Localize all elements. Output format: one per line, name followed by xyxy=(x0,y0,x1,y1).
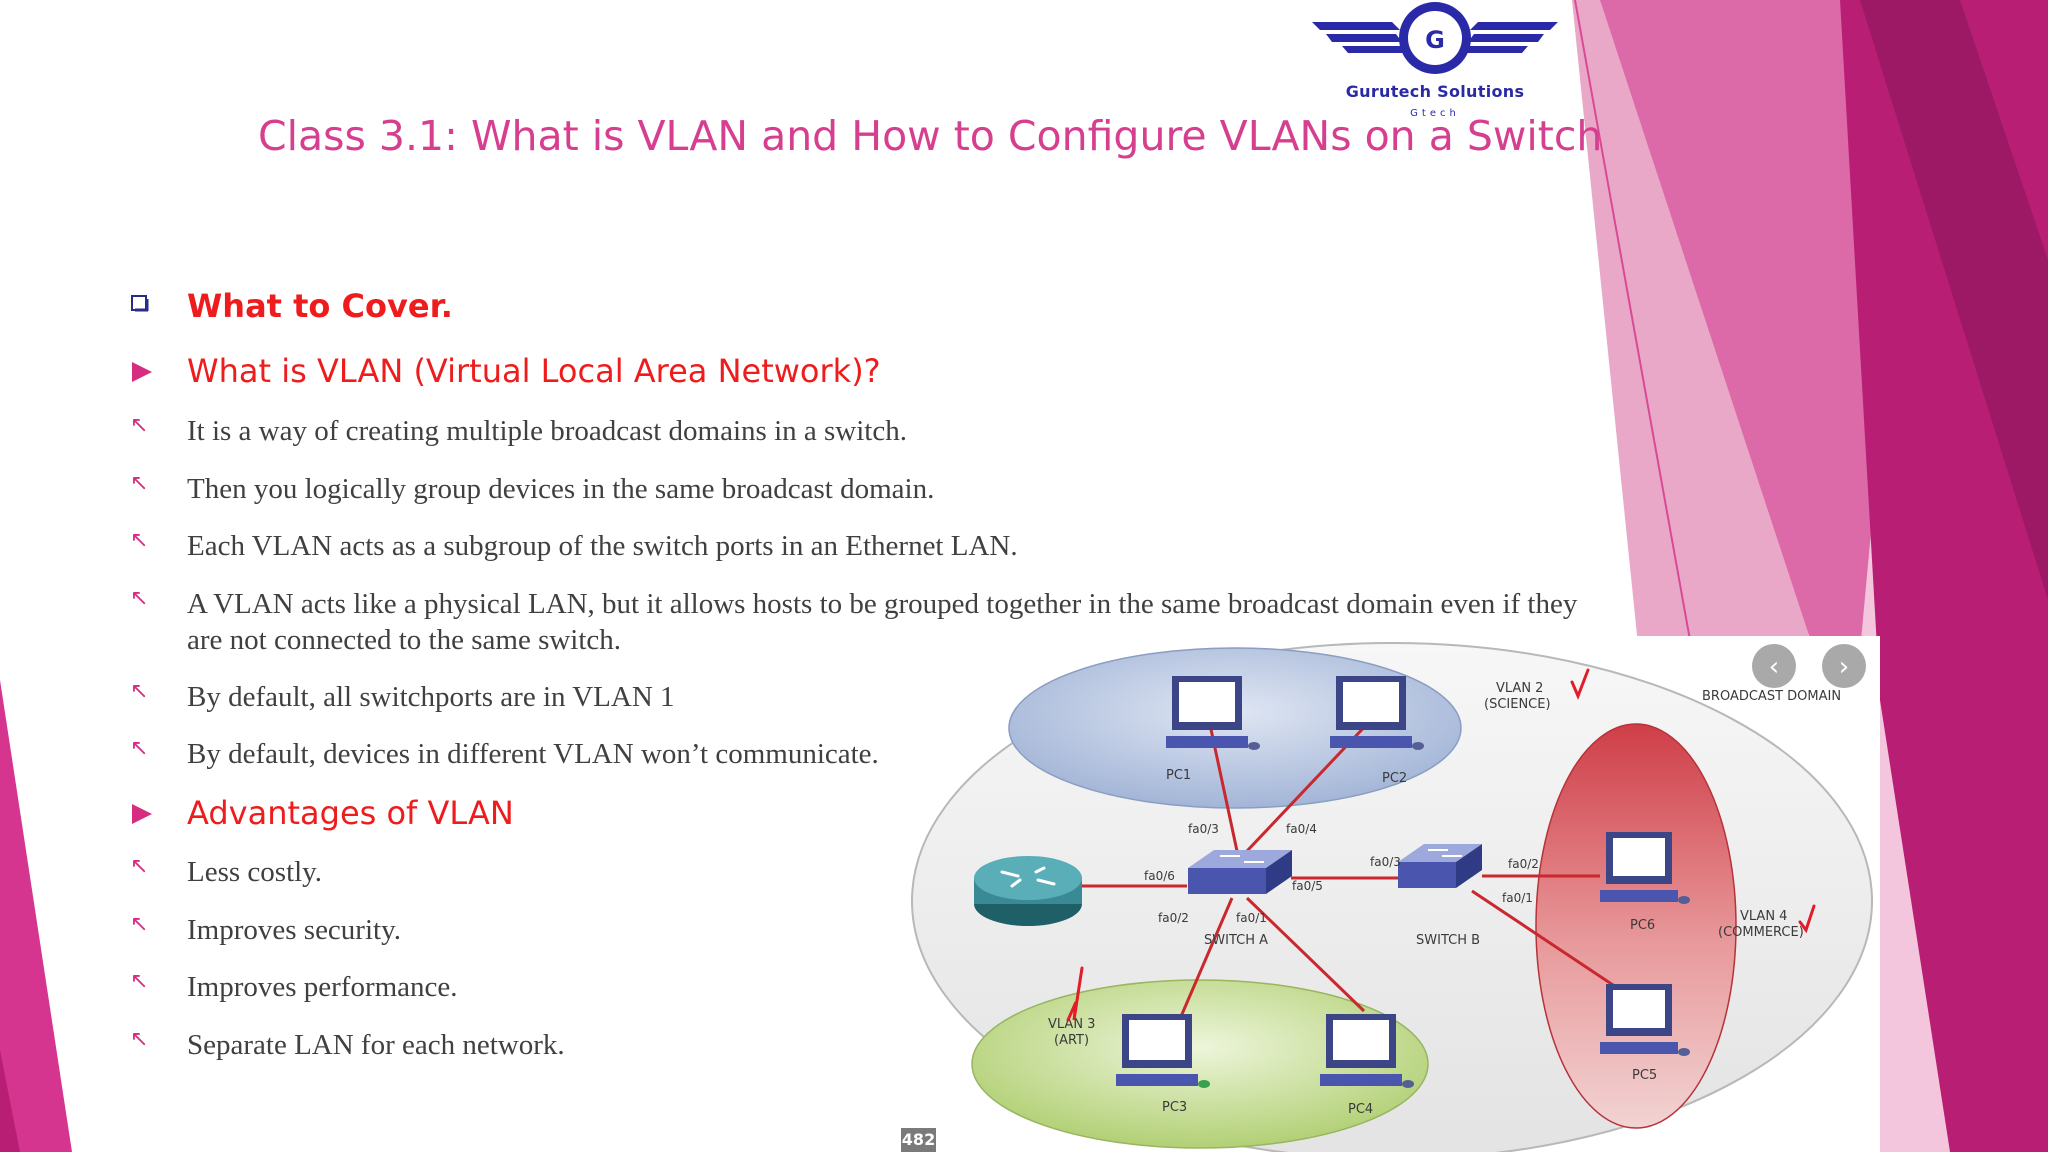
list-text: It is a way of creating multiple broadca… xyxy=(187,415,907,447)
check-marks xyxy=(1066,668,1816,1022)
checkbox-bullet-icon xyxy=(131,295,149,312)
vlan2-label-line1: VLAN 2 xyxy=(1496,681,1543,696)
next-button[interactable]: › xyxy=(1822,644,1866,688)
switch-a-label: SWITCH A xyxy=(1204,933,1268,948)
broadcast-domain-label: BROADCAST DOMAIN xyxy=(1702,689,1841,704)
pc4-icon xyxy=(1320,1014,1414,1088)
vlan2-label-line2: (SCIENCE) xyxy=(1484,697,1551,712)
vlan-network-diagram: PC1 PC2 PC3 PC4 PC5 PC6 SWITCH A SWITCH … xyxy=(902,636,1880,1152)
vlan4-area xyxy=(1535,723,1737,1129)
arrow-bullet-icon xyxy=(132,362,152,382)
pc4-label: PC4 xyxy=(1348,1102,1373,1117)
sub-arrow-bullet-icon: ↖ xyxy=(130,679,149,704)
chevron-left-icon: ‹ xyxy=(1769,652,1779,682)
logo-initial: G xyxy=(1425,26,1445,54)
list-text: Improves security. xyxy=(187,914,401,946)
vlan4-label-line2: (COMMERCE) xyxy=(1718,925,1804,940)
list-text: Separate LAN for each network. xyxy=(187,1029,565,1061)
switch-a-icon xyxy=(1188,850,1292,894)
port-label: fa0/2 xyxy=(1158,911,1189,925)
decor-left-triangle xyxy=(0,680,72,1152)
router-icon xyxy=(974,856,1082,926)
pc5-icon xyxy=(1600,984,1690,1056)
link-switch-b-pc5 xyxy=(1471,889,1623,993)
brand-logo: G Gurutech Solutions Gtech xyxy=(1300,0,1570,125)
decor-line xyxy=(1574,0,1691,641)
checkmark-icon xyxy=(1066,966,1084,1022)
switch-b-icon xyxy=(1398,844,1482,888)
vlan3-area xyxy=(971,979,1429,1149)
list-text: Improves performance. xyxy=(187,971,458,1003)
port-label: fa0/1 xyxy=(1236,911,1267,925)
pc3-icon xyxy=(1116,1014,1210,1088)
switch-b-label: SWITCH B xyxy=(1416,933,1480,948)
pc1-label: PC1 xyxy=(1166,768,1191,783)
sub-arrow-bullet-icon: ↖ xyxy=(130,912,149,937)
page-number-badge: 482 xyxy=(901,1128,936,1152)
port-label: fa0/6 xyxy=(1144,869,1175,883)
slide-title: Class 3.1: What is VLAN and How to Confi… xyxy=(258,112,1603,160)
prev-button[interactable]: ‹ xyxy=(1752,644,1796,688)
list-text-continued: are not connected to the same switch. xyxy=(187,624,622,656)
checkmark-icon xyxy=(1798,904,1816,934)
pc2-label: PC2 xyxy=(1382,771,1407,786)
port-label: fa0/5 xyxy=(1292,879,1323,893)
list-text: By default, all switchports are in VLAN … xyxy=(187,681,675,713)
sub-arrow-bullet-icon: ↖ xyxy=(130,969,149,994)
vlan4-label-line1: VLAN 4 xyxy=(1740,909,1787,924)
decor-pink-triangle xyxy=(1600,0,1920,760)
link-switch-a-pc4 xyxy=(1245,896,1366,1013)
list-text: Less costly. xyxy=(187,856,323,888)
pc6-icon xyxy=(1600,832,1690,904)
brand-sub: Gtech xyxy=(1410,108,1460,119)
pc1-icon xyxy=(1166,676,1260,750)
port-label: fa0/3 xyxy=(1188,822,1219,836)
decor-left-dark xyxy=(0,1050,20,1152)
pc6-label: PC6 xyxy=(1630,918,1655,933)
sub-arrow-bullet-icon: ↖ xyxy=(130,736,149,761)
list-text: Then you logically group devices in the … xyxy=(187,473,935,505)
sub-arrow-bullet-icon: ↖ xyxy=(130,854,149,879)
vlan3-label-line2: (ART) xyxy=(1054,1033,1089,1048)
sub-arrow-bullet-icon: ↖ xyxy=(130,528,149,553)
list-text: A VLAN acts like a physical LAN, but it … xyxy=(187,588,1578,620)
sub-arrow-bullet-icon: ↖ xyxy=(130,471,149,496)
port-label: fa0/2 xyxy=(1508,857,1539,871)
list-heading: Advantages of VLAN xyxy=(187,794,514,832)
list-text: By default, devices in different VLAN wo… xyxy=(187,738,879,770)
logo-emblem: G xyxy=(1312,2,1558,74)
pc5-label: PC5 xyxy=(1632,1068,1657,1083)
port-label: fa0/1 xyxy=(1502,891,1533,905)
chevron-right-icon: › xyxy=(1839,652,1849,682)
arrow-bullet-icon xyxy=(132,804,152,824)
sub-arrow-bullet-icon: ↖ xyxy=(130,1027,149,1052)
port-label: fa0/4 xyxy=(1286,822,1317,836)
port-label: fa0/3 xyxy=(1370,855,1401,869)
checkmark-icon xyxy=(1570,668,1590,700)
pc2-icon xyxy=(1330,676,1424,750)
list-heading: What is VLAN (Virtual Local Area Network… xyxy=(187,352,881,390)
brand-name: Gurutech Solutions xyxy=(1345,82,1525,101)
list-text: Each VLAN acts as a subgroup of the swit… xyxy=(187,530,1018,562)
sub-arrow-bullet-icon: ↖ xyxy=(130,586,149,611)
sub-arrow-bullet-icon: ↖ xyxy=(130,413,149,438)
list-heading: What to Cover. xyxy=(187,287,453,325)
decor-dark-band xyxy=(1860,0,2048,600)
pc3-label: PC3 xyxy=(1162,1100,1187,1115)
vlan3-label-line1: VLAN 3 xyxy=(1048,1017,1095,1032)
